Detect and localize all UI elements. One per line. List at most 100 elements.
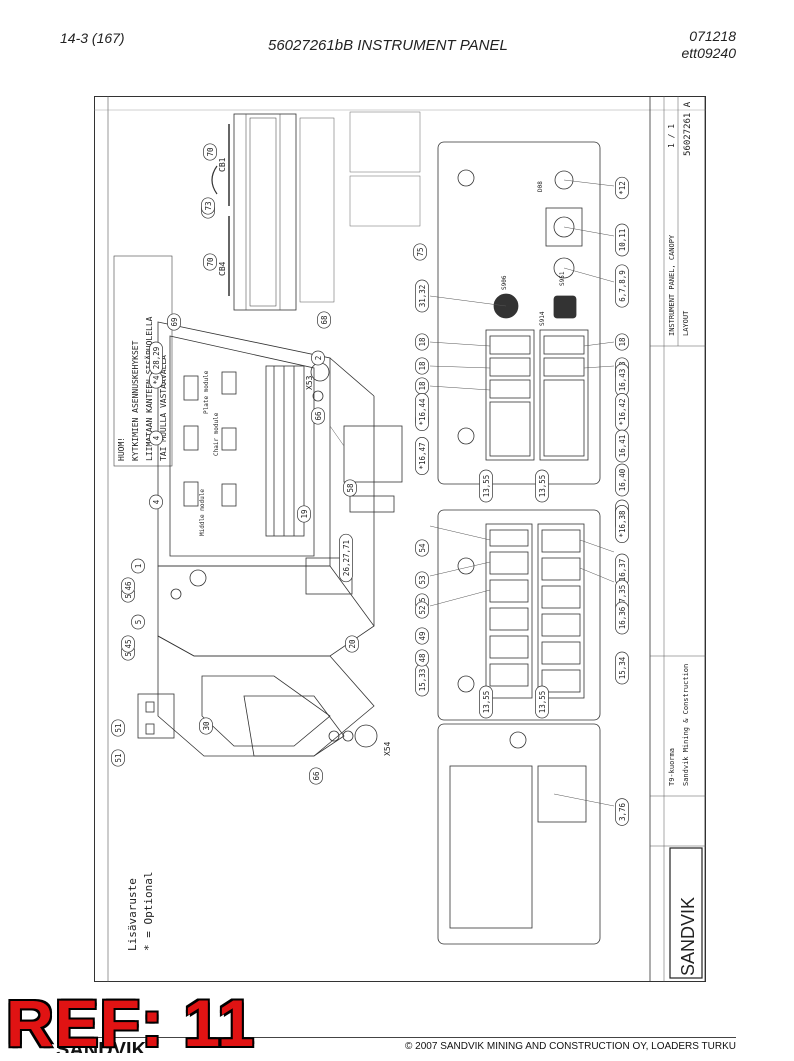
- callout-balloon: 6,7,8,9: [615, 264, 629, 308]
- fuse-label-cb4: CB4: [218, 261, 227, 276]
- svg-text:KYTKIMIEN ASENNUSKEHYKSET: KYTKIMIEN ASENNUSKEHYKSET: [131, 340, 140, 461]
- callout-balloon-label: 30: [202, 721, 211, 731]
- callout-balloon-label: 16,40: [618, 468, 627, 491]
- callout-balloon-label: 16,43: [618, 369, 627, 392]
- callout-balloon: 1: [131, 558, 145, 574]
- connector-x54-label: X54: [383, 741, 392, 756]
- callout-balloon-label: 16,36: [618, 606, 627, 629]
- callout-balloon: 70: [203, 253, 217, 271]
- callout-balloon: 20: [345, 635, 359, 653]
- upper-panel: [437, 141, 601, 485]
- callout-balloon: 73: [201, 197, 215, 215]
- callout-balloon-label: 4: [152, 499, 161, 504]
- callout-balloon: 4: [149, 494, 163, 510]
- callout-balloon-label: 4: [152, 435, 161, 440]
- callout-balloon: 52: [415, 601, 429, 619]
- callout-balloon: 48: [415, 649, 429, 667]
- callout-balloon: 16,41: [615, 429, 629, 463]
- callout-balloon-label: 31,32: [418, 285, 427, 308]
- lower-panel: [437, 509, 601, 721]
- callout-balloon: 3,76: [615, 798, 629, 826]
- callout-balloon: 15,33: [415, 663, 429, 697]
- footer-brand-text: SANDVIK: [56, 1040, 147, 1053]
- callout-balloon-label: 13,55: [538, 475, 547, 498]
- footer-brand-partial: SANDVIK: [56, 1040, 166, 1053]
- callout-balloon: 18: [415, 357, 429, 375]
- callout-balloon-label: 17,35: [618, 585, 627, 608]
- callout-balloon: *16,44: [415, 393, 429, 431]
- callout-balloon: 10,11: [615, 223, 629, 257]
- callout-balloon: 66: [311, 407, 325, 425]
- callout-balloon-label: 20: [348, 639, 357, 649]
- callout-balloon: *16,47: [415, 437, 429, 475]
- switch-code-s951: S951: [559, 271, 566, 286]
- callout-balloon: 26,27,71: [339, 533, 353, 583]
- svg-text:HUOM!: HUOM!: [117, 437, 126, 461]
- callout-balloon-label: 1: [134, 564, 143, 569]
- document-date: 071218: [689, 28, 736, 44]
- title-block-drawing-sub: LAYOUT: [682, 310, 690, 336]
- optional-note: Lisävaruste * = Optional: [126, 872, 155, 951]
- title-block: [649, 96, 706, 982]
- callout-balloon: 69: [167, 313, 181, 331]
- callout-balloon-label: 73: [204, 201, 213, 210]
- callout-balloon-label: 15,34: [618, 656, 627, 679]
- svg-text:* = Optional: * = Optional: [142, 872, 155, 951]
- callout-balloon: 31,32: [415, 279, 429, 313]
- callout-balloon-label: 18: [418, 381, 427, 391]
- callout-balloon: 70: [203, 143, 217, 161]
- callout-balloon-label: 28,29: [152, 347, 161, 370]
- callout-balloon-label: *4: [152, 375, 161, 385]
- callout-balloon-label: 75: [416, 247, 425, 256]
- callout-balloon-label: 6,7,8,9: [618, 270, 627, 302]
- callout-balloon: 53: [415, 571, 429, 589]
- fuse-box: CB1 CB4: [211, 111, 421, 311]
- callout-balloon-label: 19: [300, 509, 309, 518]
- callout-balloon-label: 69: [170, 317, 179, 326]
- callout-balloon-label: 13,55: [538, 691, 547, 714]
- callout-balloon: 45: [121, 635, 135, 653]
- callout-balloon: 15,34: [615, 651, 629, 685]
- callout-balloon-label: *12: [618, 181, 627, 195]
- callout-balloon-label: 46: [124, 581, 133, 591]
- title-block-company: Sandvik Mining & Construction: [682, 664, 690, 786]
- callout-balloon-label: *16,42: [618, 398, 627, 425]
- callout-balloon-label: 49: [418, 631, 427, 640]
- callout-balloon: 75: [413, 243, 427, 261]
- bottom-panel: [437, 723, 601, 945]
- module-label-middle: Middle module: [199, 489, 206, 536]
- console-housing: [137, 321, 403, 757]
- callout-balloon-label: *16,38: [618, 510, 627, 538]
- callout-balloon: 2: [311, 350, 325, 366]
- title-block-sheet: 1 / 1: [667, 124, 676, 148]
- callout-balloon: 49: [415, 627, 429, 645]
- callout-balloon-label: 3,76: [618, 802, 627, 821]
- callout-balloon: 58: [343, 479, 357, 497]
- callout-balloon-label: 26,27,71: [342, 540, 351, 576]
- callout-balloon: *16,38: [615, 505, 629, 543]
- callout-balloon-label: 5: [134, 620, 143, 625]
- callout-balloon-label: 16,37: [618, 559, 627, 582]
- callout-balloon: *16,42: [615, 393, 629, 431]
- callout-balloon: 28,29: [149, 341, 163, 375]
- callout-balloon-label: 68: [320, 315, 329, 325]
- callout-balloon: 16,43: [615, 363, 629, 397]
- callout-balloon: 18: [415, 333, 429, 351]
- callout-balloon: 18: [415, 377, 429, 395]
- callout-balloon-label: 18: [418, 361, 427, 371]
- fuse-label-cb1: CB1: [218, 157, 227, 172]
- callout-balloon-label: 51: [114, 753, 123, 762]
- callout-balloon-label: 70: [206, 257, 215, 267]
- callout-balloon: 13,55: [479, 685, 493, 719]
- callout-balloon-label: 52: [418, 605, 427, 614]
- title-block-mark: T9-kuorma: [668, 748, 676, 786]
- callout-balloon: 5: [131, 614, 145, 630]
- callout-balloon-label: 66: [314, 411, 323, 421]
- callout-balloon: 30: [199, 717, 213, 735]
- callout-balloon: 46: [121, 577, 135, 595]
- assembly-note: HUOM! KYTKIMIEN ASENNUSKEHYKSET LIIMATAA…: [113, 255, 173, 467]
- connector-x53-label: X53: [305, 375, 314, 390]
- callout-balloon: 54: [415, 539, 429, 557]
- callout-balloon-label: 66: [312, 771, 321, 781]
- module-label-chair: Chair module: [213, 412, 220, 456]
